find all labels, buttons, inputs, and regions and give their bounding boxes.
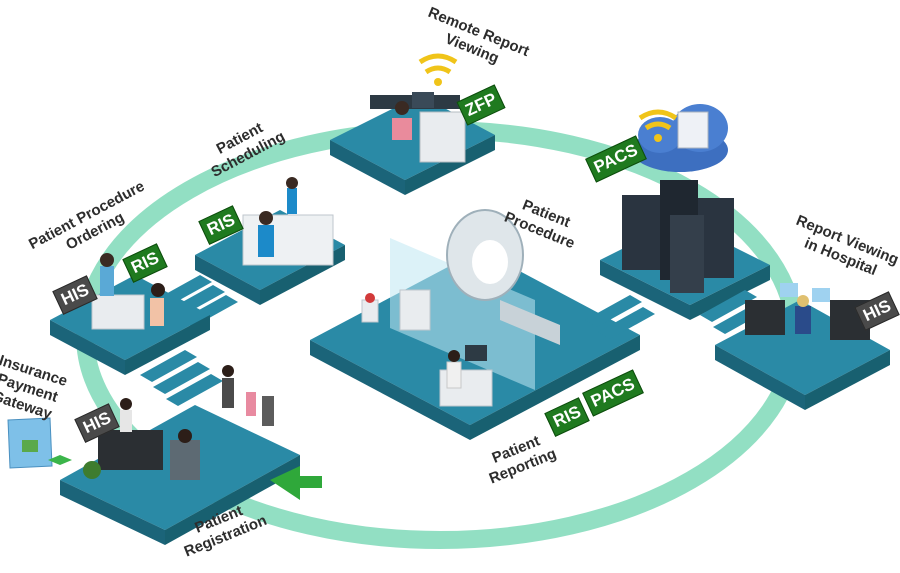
platform-scheduling (195, 177, 345, 305)
platform-registration (60, 365, 300, 545)
platform-report-viewing (715, 283, 890, 410)
server-rack-icon (622, 180, 734, 293)
platform-procedure (310, 209, 640, 440)
arrow-icon (270, 466, 322, 500)
stairs-servers (585, 295, 655, 339)
wifi-icon (638, 109, 678, 142)
platform-remote-viewing (330, 92, 495, 195)
platform-ordering (50, 253, 210, 375)
insurance-card-icon (7, 417, 72, 469)
mri-scanner-icon (446, 209, 560, 345)
wifi-icon (418, 53, 458, 86)
platform-servers (600, 180, 770, 320)
stairs-registration (140, 350, 223, 406)
